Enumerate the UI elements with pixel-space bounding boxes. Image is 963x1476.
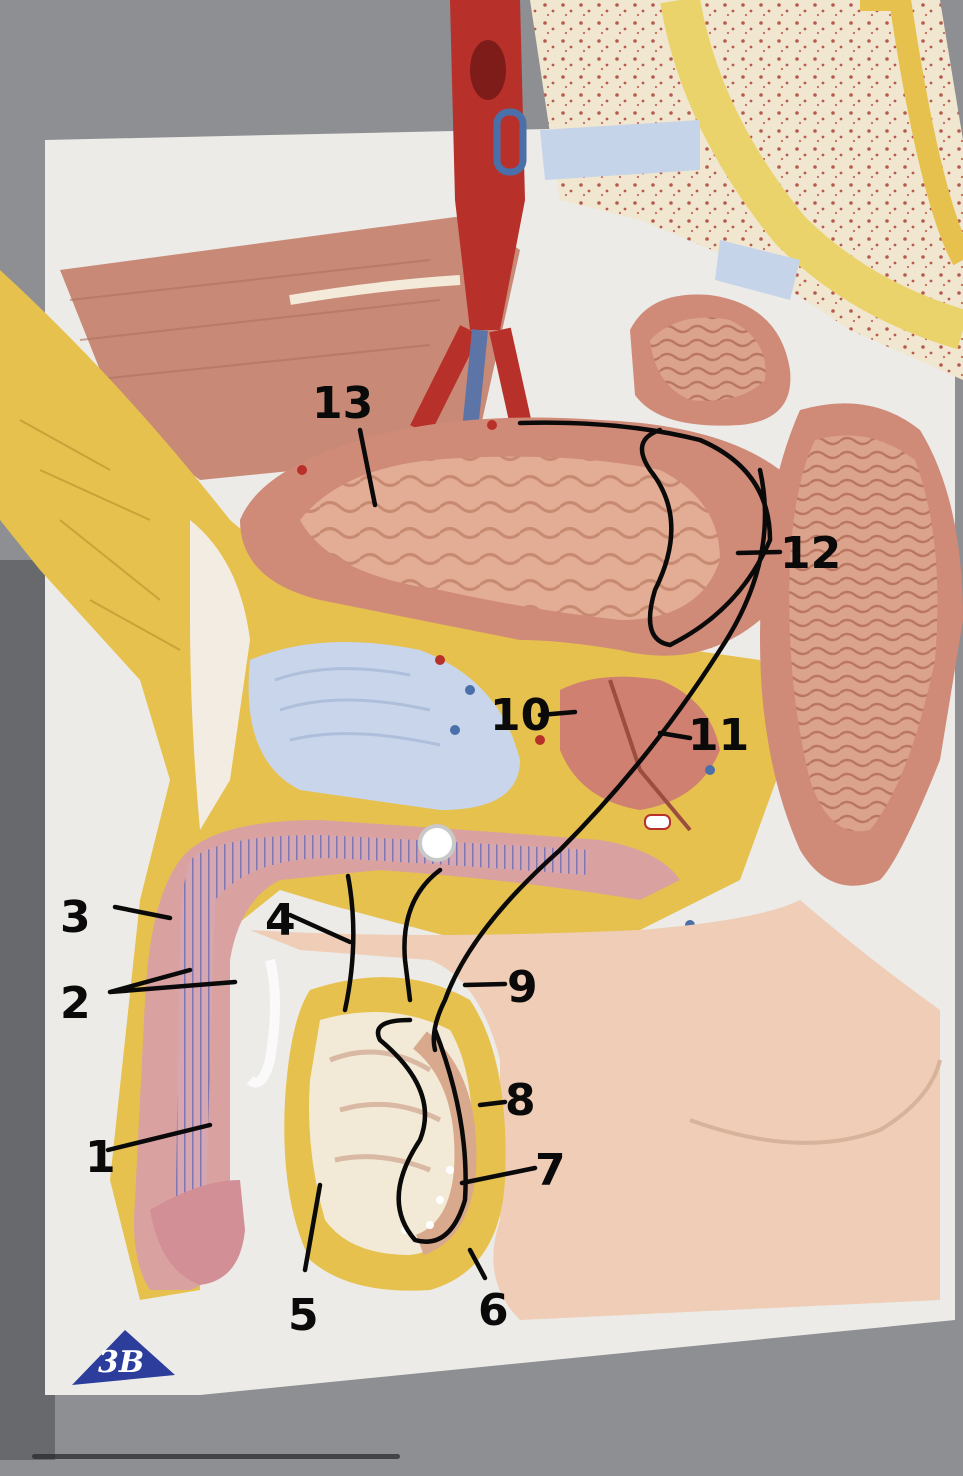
home-indicator-bar	[32, 1454, 400, 1459]
label-8: 8	[505, 1075, 536, 1126]
3b-logo: 3B	[72, 1330, 175, 1385]
label-9: 9	[507, 962, 538, 1013]
urethra-opening	[418, 824, 456, 862]
corpus-spongiosum	[175, 835, 590, 1240]
label-6: 6	[478, 1285, 509, 1336]
annotation-ink	[105, 420, 783, 1281]
pubic-symphysis	[248, 642, 521, 810]
label-10: 10	[490, 690, 551, 741]
label-13: 13	[312, 378, 373, 429]
thigh-skin	[250, 900, 940, 1320]
glans	[150, 1180, 245, 1285]
svg-text:3B: 3B	[98, 1345, 144, 1380]
label-2: 2	[60, 978, 91, 1029]
label-11: 11	[688, 710, 749, 761]
label-1: 1	[85, 1132, 116, 1183]
label-5: 5	[288, 1290, 319, 1341]
bladder-lumen	[300, 456, 720, 620]
aorta	[450, 0, 525, 330]
testis	[309, 1012, 473, 1255]
label-7: 7	[535, 1145, 566, 1196]
label-4: 4	[265, 895, 296, 946]
label-3: 3	[60, 892, 91, 943]
label-12: 12	[780, 528, 841, 579]
